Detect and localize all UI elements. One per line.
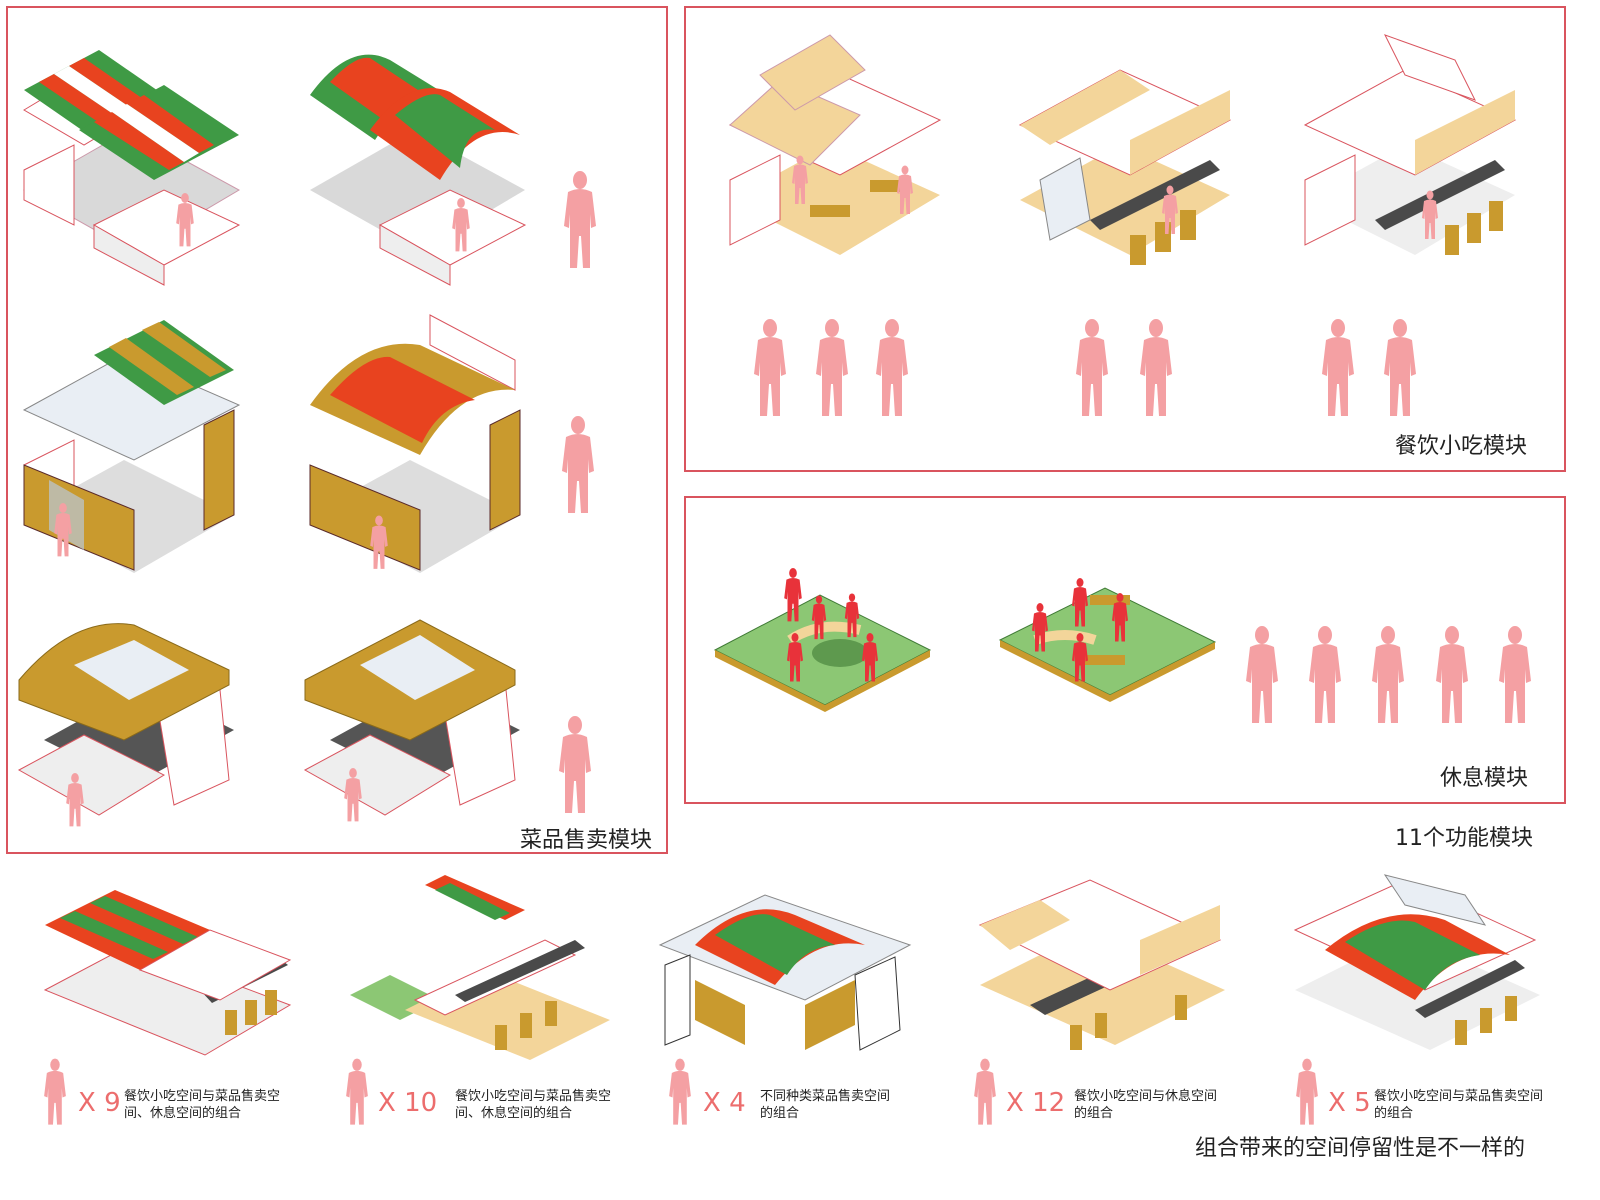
combo-multiplier-3: X 4 [703,1088,746,1118]
person-silhouette-icon [346,1058,368,1125]
combo-drawing-5 [1293,874,1540,1050]
person-silhouette-icon [1499,626,1531,723]
food-module-kitchen-pavilion [1303,34,1517,255]
person-silhouette-icon [1296,1058,1318,1125]
combo-caption-1: 餐饮小吃空间与菜品售卖空间、休息空间的组合 [124,1089,281,1121]
combo-multiplier-4: X 12 [1006,1088,1066,1118]
combo-caption-5: 餐饮小吃空间与菜品售卖空间的组合 [1374,1089,1544,1121]
conclusion-label: 组合带来的空间停留性是不一样的 [1195,1136,1526,1161]
person-silhouette-icon [816,319,848,416]
person-silhouette-icon [1140,319,1172,416]
person-silhouette-icon [44,1058,66,1125]
combo-caption-2: 餐饮小吃空间与菜品售卖空间、休息空间的组合 [455,1089,612,1121]
total-modules-label: 11个功能模块 [1395,826,1533,851]
combo-multiplier-1: X 9 [78,1088,121,1118]
person-silhouette-icon [559,716,591,813]
combo-caption-4: 餐饮小吃空间与休息空间的组合 [1074,1089,1218,1121]
food-module-bar-pavilion [1018,69,1232,265]
person-silhouette-icon [1076,319,1108,416]
rest-module-label: 休息模块 [1440,766,1529,791]
person-silhouette-icon [974,1058,996,1125]
veg-module-wooden-roof-2 [303,619,520,822]
food-module-dining-pavilion [728,34,942,255]
combo-drawing-3 [658,894,912,1051]
veg-module-panel [6,6,668,854]
person-silhouette-icon [1372,626,1404,723]
person-silhouette-icon [562,416,594,513]
person-silhouette-icon [876,319,908,416]
person-silhouette-icon [1436,626,1468,723]
veg-module-striped-roof-1 [22,50,241,286]
combo-caption-3: 不同种类菜品售卖空间的组合 [760,1089,891,1121]
person-silhouette-icon [564,171,596,268]
person-silhouette-icon [1322,319,1354,416]
veg-module-arched-roof-1 [310,54,527,286]
person-silhouette-icon [1309,626,1341,723]
rest-module-lawn-seating-2 [998,578,1217,702]
combo-drawing-2 [350,875,610,1060]
rest-module-panel [684,496,1566,804]
person-silhouette-icon [1384,319,1416,416]
combo-multiplier-5: X 5 [1328,1088,1371,1118]
veg-module-arched-roof-2 [309,314,521,573]
person-silhouette-icon [754,319,786,416]
veg-module-label: 菜品售卖模块 [520,828,653,853]
food-module-label: 餐饮小吃模块 [1395,434,1528,459]
combo-drawing-4 [978,879,1225,1050]
combo-drawing-1 [43,890,292,1056]
veg-module-wooden-roof-1 [17,623,234,827]
veg-module-glass-roof-1 [22,320,241,573]
food-module-panel [684,6,1566,472]
person-silhouette-icon [1246,626,1278,723]
person-silhouette-icon [669,1058,691,1125]
rest-module-lawn-seating-1 [713,568,932,712]
combo-multiplier-2: X 10 [378,1088,438,1118]
